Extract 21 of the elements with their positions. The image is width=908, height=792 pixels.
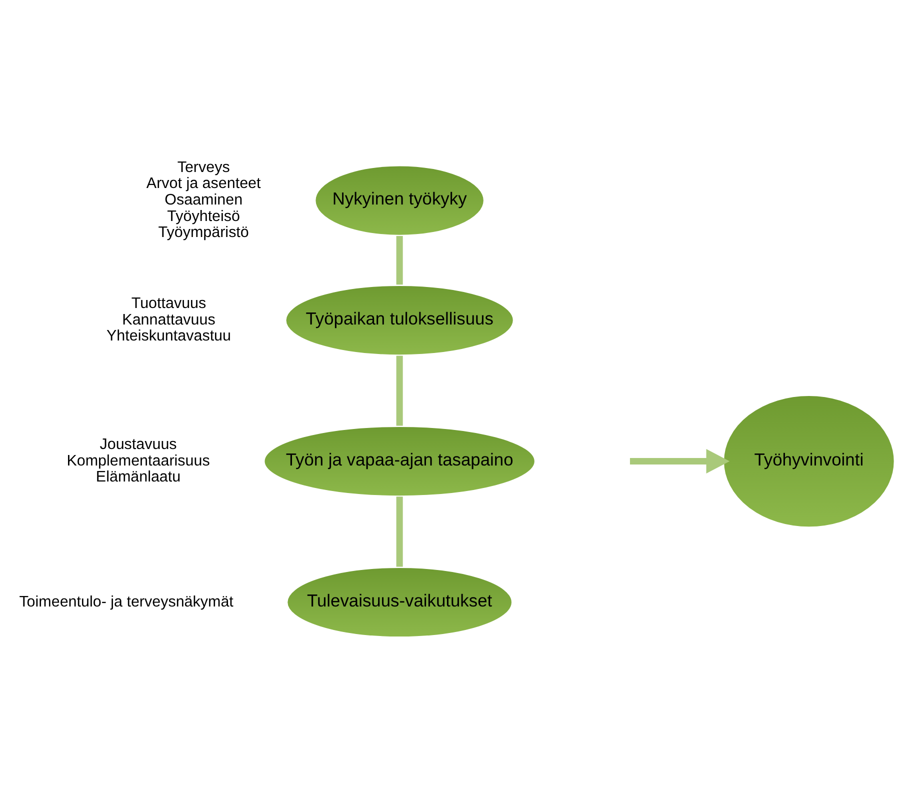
- node-ellipse: Työhyvinvointi: [722, 393, 896, 528]
- node-label: Yhteiskuntavastuu: [106, 327, 232, 344]
- connector: [396, 355, 403, 426]
- node-label: Toimeentulo- ja terveysnäkymät: [19, 592, 234, 610]
- node-ellipse: Nykyinen työkyky: [314, 164, 486, 236]
- node-label: Työyhteisö: [167, 207, 240, 224]
- node-label: Työympäristö: [158, 224, 249, 241]
- node-label: Joustavuus: [100, 435, 177, 452]
- node-label: Arvot ja asenteet: [146, 174, 261, 192]
- node-label: Kannattavuus: [122, 310, 216, 328]
- connector: [396, 496, 403, 566]
- node-label: Terveys: [177, 158, 230, 176]
- node-label: Elämänlaatu: [96, 468, 181, 486]
- node-label: Tuottavuus: [131, 294, 206, 312]
- node-ellipse: Tulevaisuus-vaikutukset: [285, 565, 514, 638]
- node-label: Komplementaarisuus: [66, 452, 210, 469]
- node-label: Osaaminen: [164, 191, 243, 208]
- connector: [396, 235, 403, 284]
- node-ellipse: Työn ja vapaa-ajan tasapaino: [262, 424, 537, 498]
- node-ellipse: Työpaikan tuloksellisuus: [284, 283, 516, 356]
- arrow: [630, 448, 730, 474]
